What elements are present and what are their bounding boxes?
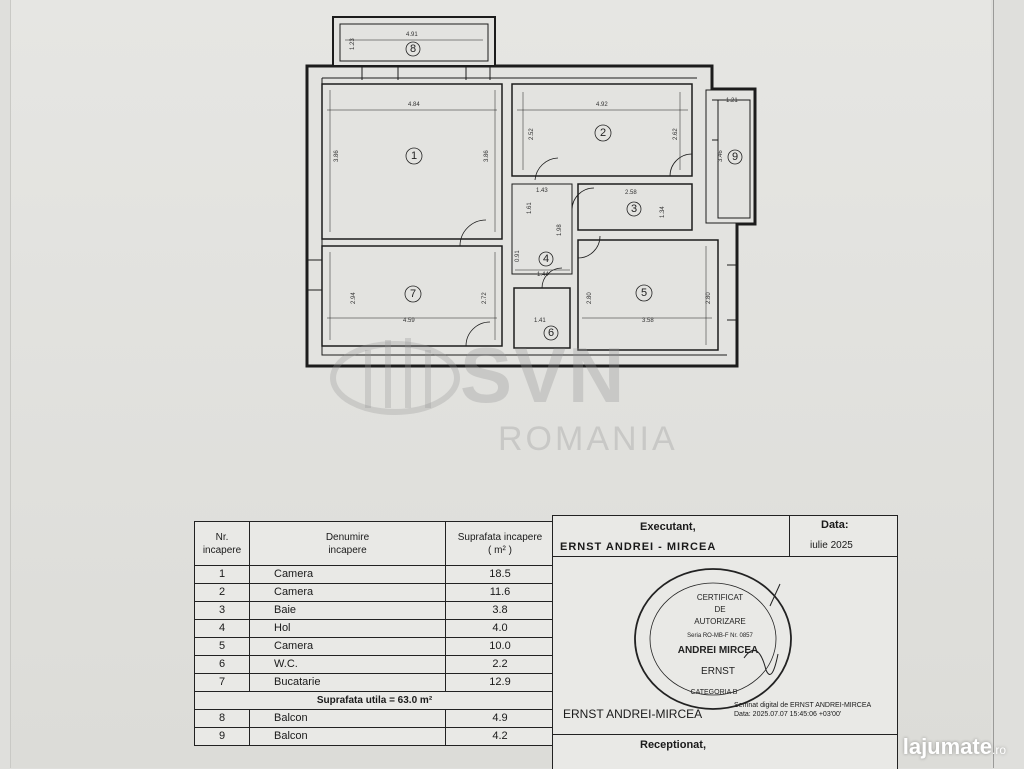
date-value: iulie 2025	[810, 540, 853, 551]
room-number-5: 5	[641, 287, 647, 299]
room-number-9: 9	[732, 151, 738, 163]
dim-balcony9-width: 1.21	[726, 98, 738, 104]
dim-room3-width: 2.58	[625, 190, 637, 196]
stamp-line-1: CERTIFICAT	[697, 593, 743, 602]
room-number-1: 1	[411, 150, 417, 162]
stamp-line-4: Seria RO-MB-F Nr. 0857	[687, 633, 753, 639]
dim-room2-height-right: 2.62	[673, 128, 679, 140]
dim-room7-width: 4.59	[403, 318, 415, 324]
floor-plan: 1 2 3 4 5 6 7 8 9 4.84 3.86 3.86 4.92 2.…	[305, 16, 757, 415]
room-number-7: 7	[410, 288, 416, 300]
digital-signature-line2: Data: 2025.07.07 15:45:06 +03'00'	[734, 711, 842, 718]
dim-room7-height-left: 2.94	[351, 292, 357, 304]
room-number-3: 3	[631, 203, 637, 215]
divider	[789, 516, 790, 556]
dim-room1-height-left: 3.86	[334, 150, 340, 162]
dim-room6-width: 1.41	[534, 318, 546, 324]
site-logo[interactable]: lajumate.ro	[902, 734, 1006, 759]
total-area-row: Suprafata utila = 63.0 m²	[194, 691, 555, 710]
dim-room5-height-left: 2.80	[587, 292, 593, 304]
executant-box: Executant, ERNST ANDREI - MIRCEA Data: i…	[552, 515, 898, 769]
divider	[553, 734, 897, 735]
handwritten-signature	[743, 583, 781, 675]
stamp-line-6: ERNST	[701, 666, 735, 677]
room-number-4: 4	[543, 253, 549, 265]
authorization-stamp: CERTIFICAT DE AUTORIZARE Seria RO-MB-F N…	[634, 568, 792, 710]
dim-balcony8-height: 1.23	[350, 38, 356, 50]
dim-balcony8-width: 4.91	[406, 32, 418, 38]
dim-hall-top: 1.43	[536, 188, 548, 194]
divider	[553, 556, 897, 557]
header-area: Suprafata incapere( m² )	[445, 521, 555, 566]
dim-room1-width: 4.84	[408, 102, 420, 108]
dim-balcony9-height: 3.46	[718, 150, 724, 162]
signer-name: ERNST ANDREI-MIRCEA	[563, 707, 703, 721]
room-number-6: 6	[548, 327, 554, 339]
room-number-2: 2	[600, 127, 606, 139]
stamp-line-2: DE	[714, 605, 725, 614]
dim-hall-side: 1.61	[527, 202, 533, 214]
dim-room4-height: 1.98	[557, 224, 563, 236]
dim-room5-width: 3.58	[642, 318, 654, 324]
dim-room5-height-right: 2.80	[706, 292, 712, 304]
digital-signature-line1: Semnat digital de ERNST ANDREI-MIRCEA	[734, 702, 872, 709]
stamp-line-7: CATEGORIA B	[691, 689, 738, 696]
receptionat-title: Receptionat,	[640, 739, 707, 751]
date-title: Data:	[821, 519, 849, 531]
room-number-8: 8	[410, 43, 416, 55]
dim-room3-height: 1.34	[660, 206, 666, 218]
dim-room2-width: 4.92	[596, 102, 608, 108]
dim-room4-width: 1.44	[537, 272, 549, 278]
watermark-main-text: SVN	[460, 331, 627, 419]
dim-hall-small: 0.91	[515, 250, 521, 262]
stamp-line-3: AUTORIZARE	[694, 617, 745, 626]
executant-title: Executant,	[640, 521, 696, 533]
executant-name: ERNST ANDREI - MIRCEA	[560, 541, 717, 553]
stamp-line-5: ANDREI MIRCEA	[678, 645, 759, 656]
dim-room7-height-right: 2.72	[482, 292, 488, 304]
dim-room1-height-right: 3.86	[484, 150, 490, 162]
sheet-border-line	[993, 0, 994, 768]
dim-room2-height-left: 2.52	[529, 128, 535, 140]
header-nr: Nr.incapere	[194, 521, 250, 566]
watermark-logo-mark	[330, 338, 460, 415]
watermark-sub-text: ROMANIA	[498, 420, 678, 458]
